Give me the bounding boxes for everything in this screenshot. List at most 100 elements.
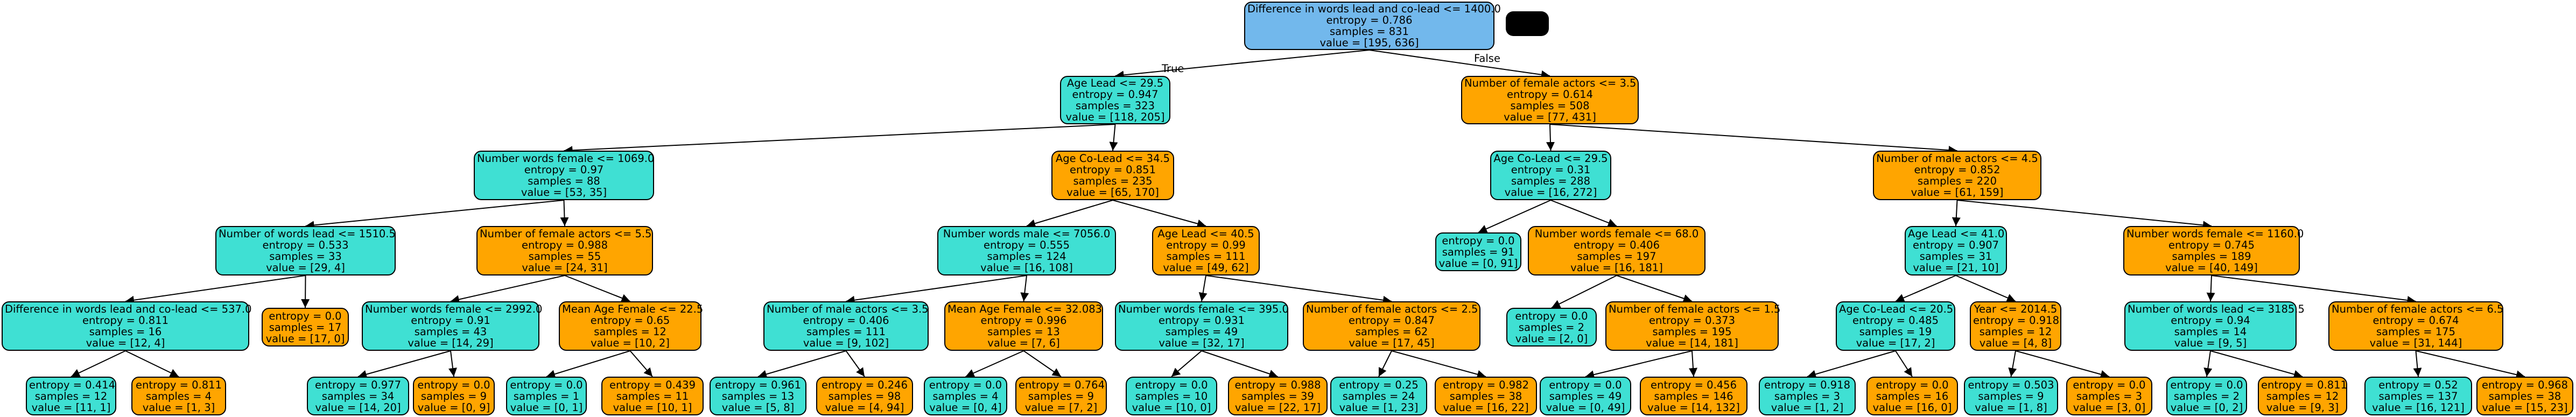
node-line: value = [16, 22]: [1443, 401, 1529, 414]
node-line: entropy = 0.947: [1072, 88, 1159, 101]
node-line: samples = 10: [1135, 390, 1208, 402]
node-line: Number of male actors <= 3.5: [767, 303, 929, 315]
node-line: value = [16, 121]: [2372, 401, 2465, 414]
node-line: value = [0, 49]: [1546, 401, 1625, 414]
tree-edge: [1112, 200, 1206, 228]
node-line: value = [49, 62]: [1163, 261, 1249, 274]
node-line: value = [16, 181]: [1570, 261, 1663, 274]
tree-edge: [1550, 200, 1617, 227]
node-line: value = [14, 20]: [315, 401, 401, 414]
node-line: entropy = 0.373: [1649, 314, 1735, 327]
node-line: samples = 3: [1774, 390, 1841, 402]
tree-edge: [2413, 350, 2422, 377]
node-line: samples = 11: [616, 390, 689, 402]
node-line: value = [118, 205]: [1065, 111, 1165, 123]
node-line: entropy = 0.918: [1973, 314, 2059, 327]
node-line: samples = 12: [34, 390, 108, 402]
node-line: Age Co-Lead <= 29.5: [1493, 152, 1608, 165]
node-line: samples = 39: [1241, 390, 1314, 402]
tree-edge: [357, 350, 451, 379]
tree-edge: [450, 275, 565, 304]
tree-edge: [564, 275, 630, 302]
node-line: value = [24, 31]: [522, 261, 608, 274]
node-line: entropy = 0.0: [417, 378, 490, 391]
node-line: samples = 831: [1329, 25, 1409, 38]
node-line: Age Lead <= 29.5: [1066, 77, 1164, 89]
node-line: samples = 34: [321, 390, 395, 402]
tree-edge: [1689, 350, 1697, 377]
node-line: value = [31, 144]: [2369, 337, 2462, 349]
tree-edge: [1391, 350, 1486, 379]
tree-edge: [2416, 350, 2525, 379]
node-line: samples = 62: [1355, 326, 1428, 338]
node-line: Number words female <= 395.0: [1118, 303, 1289, 315]
node-line: entropy = 0.977: [315, 378, 401, 391]
node-line: entropy = 0.91: [411, 314, 490, 327]
node-line: entropy = 0.852: [1914, 164, 2001, 176]
node-line: entropy = 0.847: [1349, 314, 1435, 327]
node-line: entropy = 0.0: [1135, 378, 1208, 391]
node-line: samples = 288: [1511, 175, 1590, 187]
node-line: value = [40, 149]: [2165, 261, 2258, 274]
node-line: samples = 124: [987, 250, 1066, 263]
node-line: samples = 17: [269, 321, 342, 334]
node-line: samples = 9: [420, 390, 487, 402]
node-line: value = [9, 5]: [2174, 337, 2247, 349]
node-line: samples = 88: [528, 175, 600, 187]
node-line: value = [5, 8]: [721, 401, 795, 414]
node-line: entropy = 0.988: [1234, 378, 1321, 391]
tree-edge: [1957, 200, 2212, 230]
node-line: Number words female <= 2992.0: [365, 303, 543, 315]
node-line: samples = 31: [1919, 250, 1992, 263]
node-line: value = [32, 17]: [1159, 337, 1245, 349]
tree-edge: [1895, 275, 1956, 302]
node-line: samples = 111: [806, 326, 886, 338]
node-line: Number of female actors <= 1.5: [1609, 303, 1781, 315]
node-line: value = [3, 0]: [2073, 401, 2146, 414]
tree-edge: [1198, 275, 1208, 302]
tree-node-n-diff-537: Difference in words lead and co-lead <= …: [2, 301, 252, 351]
node-line: samples = 12: [2266, 390, 2339, 402]
node-line: entropy = 0.786: [1326, 14, 1413, 26]
node-line: samples = 195: [1652, 326, 1732, 338]
node-line: Number of female actors <= 6.5: [2332, 303, 2504, 315]
node-line: Age Co-Lead <= 20.5: [1839, 303, 1954, 315]
node-line: entropy = 0.555: [984, 239, 1070, 251]
node-line: samples = 2: [2173, 390, 2240, 402]
node-line: value = [9, 102]: [803, 337, 889, 349]
tree-edge: [1026, 200, 1113, 228]
node-line: Number of words lead <= 3185.5: [2128, 303, 2305, 315]
node-line: samples = 38: [2488, 390, 2561, 402]
node-line: entropy = 0.406: [803, 314, 889, 327]
node-line: Number of female actors <= 3.5: [1464, 77, 1637, 89]
tree-edge: [1109, 124, 1118, 151]
tree-edge: [846, 275, 1027, 305]
node-line: samples = 19: [1859, 326, 1932, 338]
node-line: value = [22, 17]: [1234, 401, 1321, 414]
node-line: Year <= 2014.5: [1974, 303, 2058, 315]
node-line: samples = 38: [1449, 390, 1522, 402]
node-line: Number words female <= 1069.0: [477, 152, 655, 165]
node-line: Difference in words lead and co-lead <= …: [1247, 3, 1501, 15]
node-line: samples = 4: [145, 390, 212, 402]
node-line: value = [21, 10]: [1913, 261, 1999, 274]
node-line: entropy = 0.246: [822, 378, 908, 391]
tree-edge: [1952, 200, 1961, 227]
node-line: Number of female actors <= 2.5: [1306, 303, 1478, 315]
tree-edge: [1020, 275, 1029, 302]
